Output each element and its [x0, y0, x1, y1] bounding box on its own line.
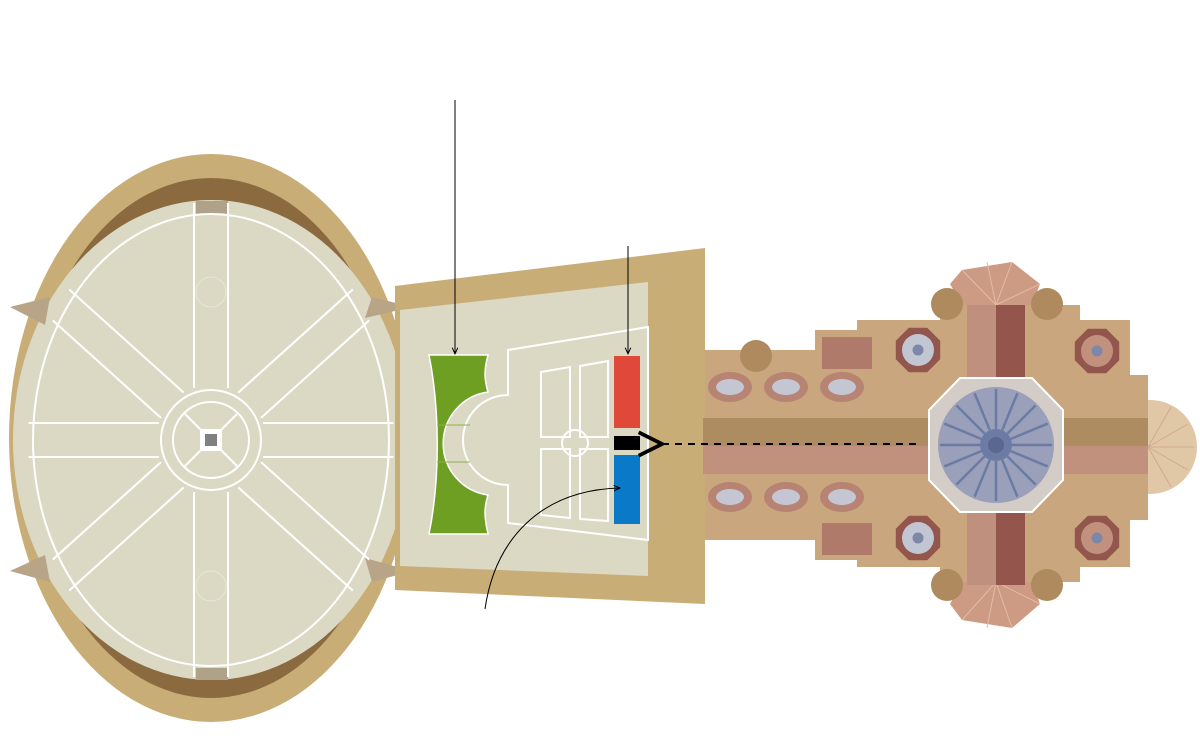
dome-rib-15	[1010, 422, 1049, 441]
dome-rib-5	[973, 459, 992, 498]
chapel-1-1-inner	[772, 489, 800, 505]
basilica	[703, 261, 1197, 629]
blue-zone	[614, 455, 640, 524]
curved-arrow-blue	[484, 488, 620, 610]
apse-north-rays	[961, 261, 1041, 306]
turret-sw	[931, 569, 963, 601]
chapels	[708, 372, 864, 512]
cupola-sw-center	[912, 532, 924, 544]
turret-nw	[931, 288, 963, 320]
apse-south	[950, 582, 1040, 628]
side-room-north	[822, 337, 872, 369]
green-zone	[428, 354, 489, 535]
cupola-se-center	[1091, 532, 1103, 544]
chapel-2-1-inner	[828, 489, 856, 505]
apse-ray-4	[1147, 446, 1172, 488]
steps-panels	[540, 359, 609, 523]
apse-ray-1	[1147, 423, 1189, 448]
chapel-1-0-inner	[772, 379, 800, 395]
fountain-top	[195, 276, 227, 308]
dome-rib-9	[943, 422, 982, 441]
dome-rib-10	[955, 404, 986, 435]
colonnade-end-tr	[365, 297, 412, 318]
red-zone	[614, 356, 640, 428]
dome-rib-3	[1000, 459, 1019, 498]
side-room-south	[822, 523, 872, 555]
chapel-0-1-inner	[716, 489, 744, 505]
turret-nave-top	[740, 340, 772, 372]
colonnade-gate-top	[196, 201, 228, 214]
paving-pattern	[28, 202, 394, 678]
dome-rib-11	[973, 392, 992, 431]
dome-rib-2	[1006, 455, 1037, 486]
transept-south-dark	[996, 513, 1025, 585]
apse-south-rays	[961, 581, 1041, 629]
dome-rib-13	[1000, 392, 1019, 431]
obelisk-base	[205, 434, 217, 446]
colonnade-end-bl	[10, 555, 50, 582]
dome-lantern-core	[988, 437, 1004, 453]
cupola-ne-center	[1091, 345, 1103, 357]
transept-north-dark	[996, 305, 1025, 378]
chapel-0-0-inner	[716, 379, 744, 395]
nave-stripe	[703, 418, 1148, 446]
annotations	[455, 100, 916, 610]
fountain-bottom	[195, 570, 227, 602]
piazza-oval	[9, 154, 413, 722]
dome-rib-6	[955, 455, 986, 486]
steps-outline	[462, 325, 649, 542]
piazza-retta	[395, 248, 705, 604]
minor-cupolas	[895, 327, 1120, 561]
apse-ray-3	[1147, 446, 1189, 471]
dome-rib-14	[1006, 404, 1037, 435]
colonnade-gate-bottom	[196, 668, 228, 680]
chapel-2-0-inner	[828, 379, 856, 395]
cupola-nw-center	[912, 344, 924, 356]
dome-ribs	[940, 389, 1052, 501]
colonnade-end-br	[365, 558, 412, 582]
turret-se	[1031, 569, 1063, 601]
dome-rib-1	[1010, 449, 1049, 468]
nave-band	[703, 446, 1148, 474]
colonnade-end-tl	[10, 297, 50, 325]
back-apse-rays	[1147, 406, 1194, 488]
apse-ray-0	[1147, 406, 1172, 448]
black-zone	[614, 436, 640, 450]
turret-ne	[1031, 288, 1063, 320]
dome-rib-7	[943, 449, 982, 468]
